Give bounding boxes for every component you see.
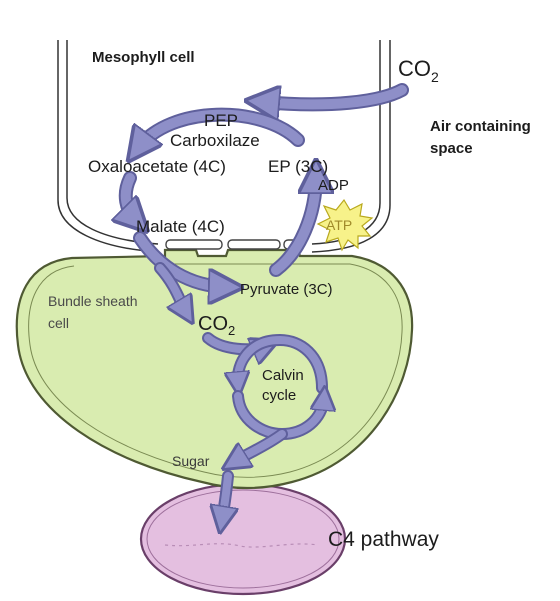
plasmodesmata xyxy=(165,239,303,250)
carboxylase-label: Carboxilaze xyxy=(170,131,260,150)
co2-mid-text: CO xyxy=(198,313,228,335)
bundle-sheath-label-line1: Bundle sheath xyxy=(48,293,138,309)
ep-3c-label: EP (3C) xyxy=(268,157,328,176)
oxaloacetate-label: Oxaloacetate (4C) xyxy=(88,157,226,176)
co2-top-text: CO xyxy=(398,56,431,81)
co2-top-label: CO2 xyxy=(398,56,439,85)
co2-mid-subscript: 2 xyxy=(228,323,235,338)
co2-top-subscript: 2 xyxy=(431,69,439,85)
pathway-title: C4 pathway xyxy=(328,528,439,551)
mesophyll-cell-label: Mesophyll cell xyxy=(92,49,195,66)
bundle-sheath-label-line2: cell xyxy=(48,315,69,331)
atp-label: ATP xyxy=(326,217,352,233)
co2-mid-label: CO2 xyxy=(198,313,235,338)
pep-label: PEP xyxy=(204,111,238,130)
adp-label: ADP xyxy=(318,177,349,194)
pathway-arrows xyxy=(126,90,409,520)
sugar-label: Sugar xyxy=(172,453,210,469)
atp-burst xyxy=(316,198,374,252)
vascular-tissue xyxy=(139,482,347,596)
calvin-cycle-label-line1: Calvin xyxy=(262,367,304,384)
air-space-label-line2: space xyxy=(430,140,473,157)
air-space-label-line1: Air containing xyxy=(430,118,531,135)
pyruvate-label: Pyruvate (3C) xyxy=(240,281,333,298)
malate-label: Malate (4C) xyxy=(136,217,225,236)
calvin-cycle-label-line2: cycle xyxy=(262,387,296,404)
